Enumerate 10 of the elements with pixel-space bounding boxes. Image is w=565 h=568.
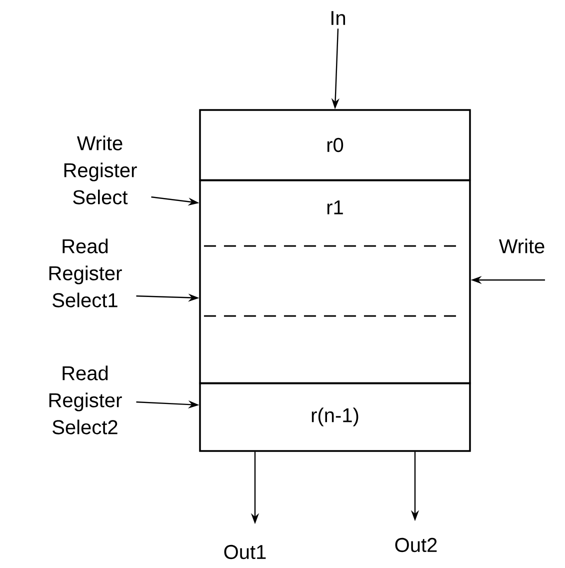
signal-label: Out1 (224, 544, 266, 560)
register-row: r0 (199, 109, 471, 181)
signal-label: Out2 (395, 538, 437, 552)
register-row: r1 (199, 180, 471, 384)
signal-label: Read Register Select2 (49, 366, 122, 434)
register-row: r(n-1) (199, 382, 471, 452)
signal-label: Write (498, 238, 544, 254)
signal-label: Read Register Select1 (49, 238, 122, 308)
signal-label: Write Register Select (64, 136, 137, 204)
signal-label: In (332, 11, 346, 25)
